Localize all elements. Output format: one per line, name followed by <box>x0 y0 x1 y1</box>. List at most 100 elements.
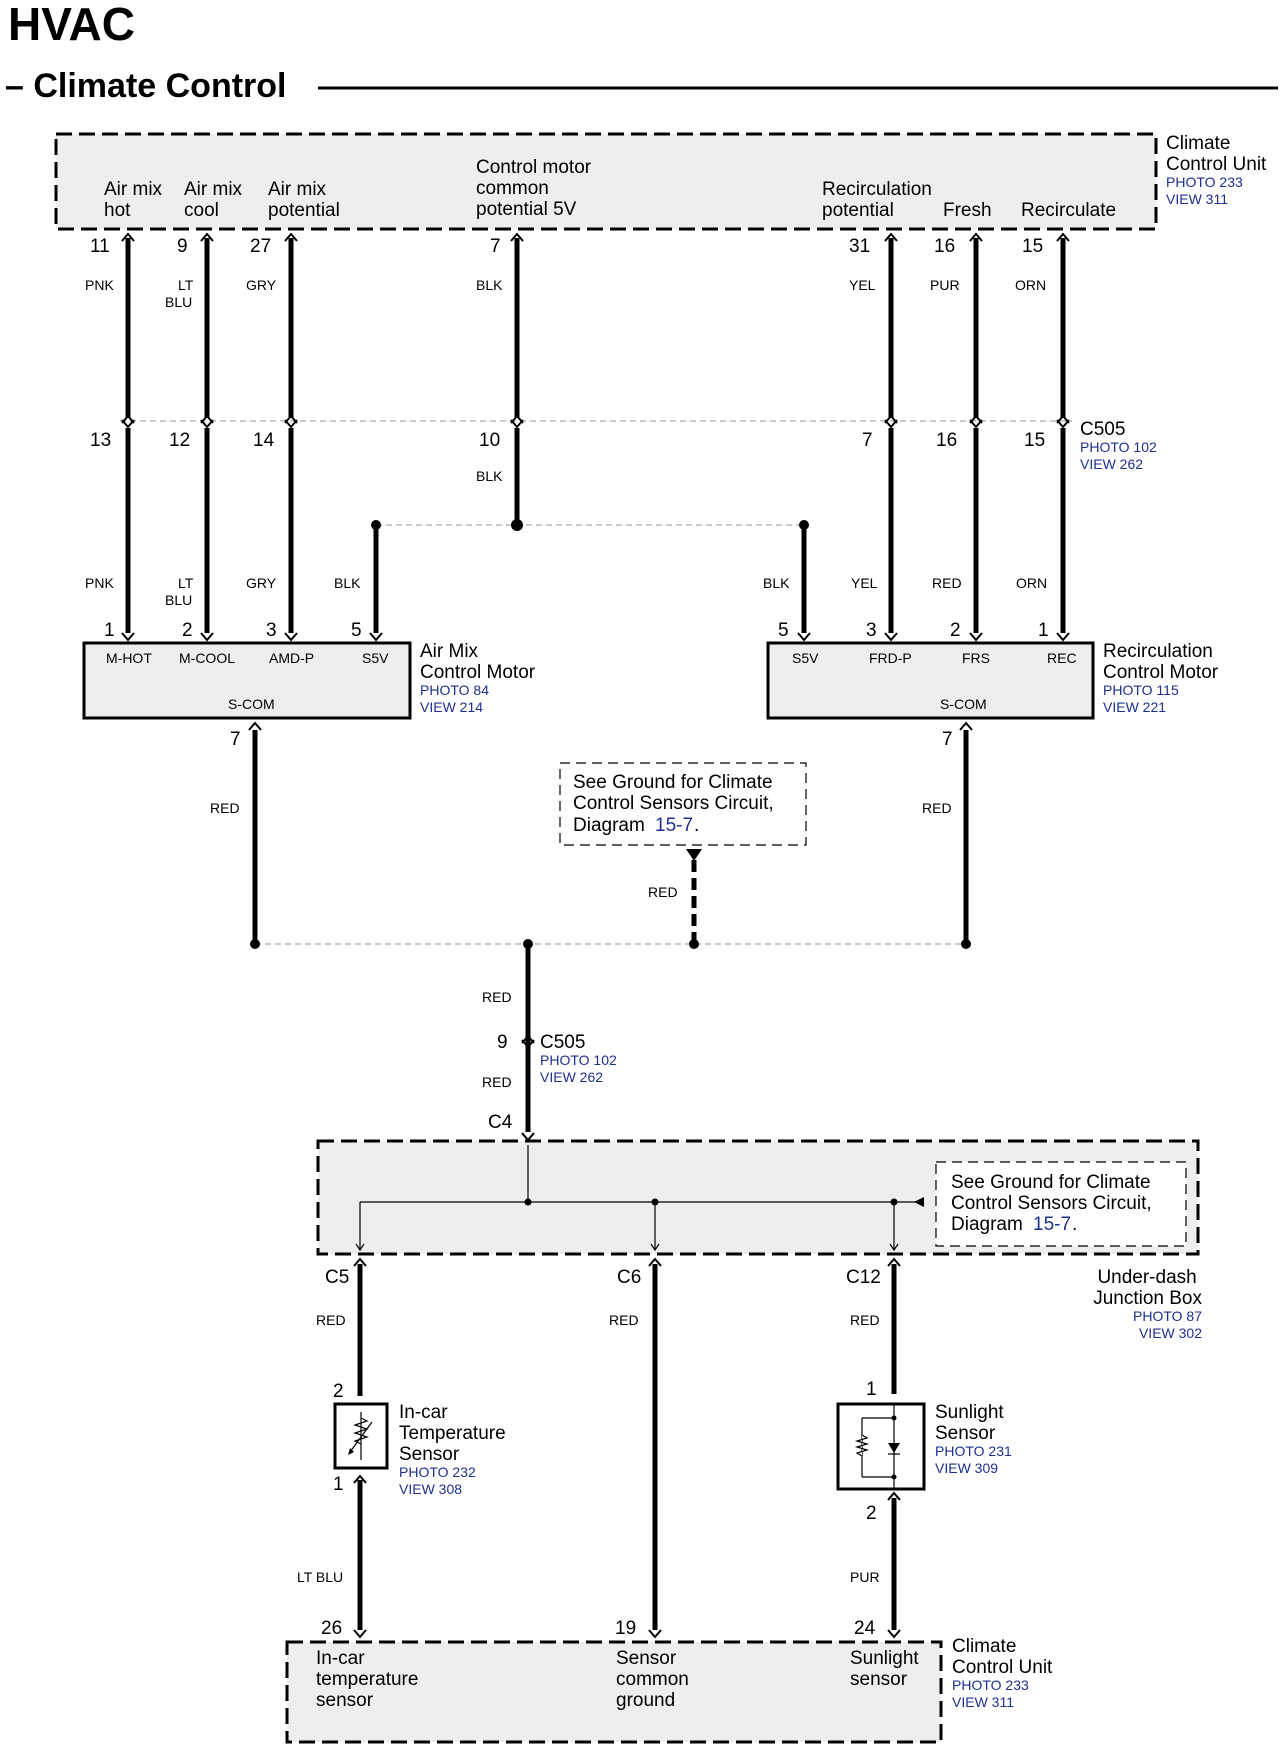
pin-c505-16: 16 <box>936 430 957 451</box>
ground-note-lower <box>935 1161 1187 1247</box>
rcm-term-frs: FRS <box>962 650 990 666</box>
pin-amm-7: 7 <box>230 729 241 750</box>
ground-note-upper-period: . <box>694 815 699 836</box>
pin-c505-12: 12 <box>169 430 190 451</box>
pin-ccu-11: 11 <box>90 236 110 257</box>
page-title: HVAC <box>8 0 135 50</box>
pin-sunlight-1: 1 <box>866 1379 877 1400</box>
wire-color-pur-2: PUR <box>850 1569 880 1585</box>
jb-c4-fork <box>521 1132 535 1141</box>
pin-amm-5: 5 <box>351 620 362 641</box>
pin-incar-2: 2 <box>333 1381 344 1402</box>
wire-color-red-6: RED <box>482 1074 512 1090</box>
ccu-top-label: Climate Control Unit <box>1166 133 1267 175</box>
term-recirculate: Recirculate <box>1021 200 1116 221</box>
incar-sensor-photo-link[interactable]: PHOTO 232 <box>399 1464 476 1480</box>
ccu-top-photo-link[interactable]: PHOTO 233 <box>1166 174 1243 190</box>
pin-incar-1: 1 <box>333 1474 344 1495</box>
pin-rcm-2: 2 <box>950 620 961 641</box>
term-motor-common: Control motor common potential 5V <box>476 157 596 220</box>
wire-color-lt-2: LT <box>178 575 194 591</box>
pin-ccu-19: 19 <box>615 1618 636 1639</box>
wire-color-blk-4: BLK <box>763 575 790 591</box>
pin-c505-14: 14 <box>253 430 275 451</box>
amm-term-s-com: S-COM <box>228 696 275 712</box>
pin-c505-13: 13 <box>90 430 111 451</box>
jb-connector-c6: C6 <box>617 1267 641 1288</box>
wire-color-blk: BLK <box>476 277 503 293</box>
c505-lower-photo-link[interactable]: PHOTO 102 <box>540 1052 617 1068</box>
pin-ccu-24: 24 <box>854 1618 876 1639</box>
rcm-term-s-com: S-COM <box>940 696 987 712</box>
photodiode-icon <box>854 1404 900 1489</box>
ccu-top-view-link[interactable]: VIEW 311 <box>1166 191 1228 207</box>
incar-sensor-view-link[interactable]: VIEW 308 <box>399 1481 462 1497</box>
wire-color-lt: LT <box>178 277 194 293</box>
pin-ccu-31: 31 <box>849 236 870 257</box>
c505-lower-label: C505 <box>540 1032 585 1053</box>
jb-connector-c12: C12 <box>846 1267 881 1288</box>
rcm-term-rec: REC <box>1047 650 1077 666</box>
amm-term-amd-p: AMD-P <box>269 650 314 666</box>
rcm-term-frd-p: FRD-P <box>869 650 912 666</box>
recirc-motor-photo-link[interactable]: PHOTO 115 <box>1103 682 1179 698</box>
ground-note-lower-text: See Ground for Climate Control Sensors C… <box>951 1172 1157 1235</box>
rcm-term-s5v: S5V <box>792 650 819 666</box>
thermistor-icon <box>348 1412 373 1460</box>
incar-sensor-label: In-car Temperature Sensor <box>399 1402 511 1465</box>
wire-color-blk-2: BLK <box>476 468 503 484</box>
c505-upper-view-link[interactable]: VIEW 262 <box>1080 456 1143 472</box>
amm-term-m-hot: M-HOT <box>106 650 152 666</box>
wire-color-pur: PUR <box>930 277 960 293</box>
junction-box-photo-link[interactable]: PHOTO 87 <box>1133 1308 1202 1324</box>
ccu-bottom-view-link[interactable]: VIEW 311 <box>952 1694 1014 1710</box>
junction-box-view-link[interactable]: VIEW 302 <box>1139 1325 1202 1341</box>
sunlight-sensor-view-link[interactable]: VIEW 309 <box>935 1460 998 1476</box>
ground-note-lower-period: . <box>1072 1214 1077 1235</box>
pin-rcm-3: 3 <box>866 620 877 641</box>
wire-color-pnk: PNK <box>85 277 114 293</box>
pin-ccu-26: 26 <box>321 1618 342 1639</box>
sunlight-sensor-label: Sunlight Sensor <box>935 1402 1009 1444</box>
c505-lower-view-link[interactable]: VIEW 262 <box>540 1069 603 1085</box>
term-air-mix-hot: Air mix hot <box>104 179 167 221</box>
wire-color-gry: GRY <box>246 277 277 293</box>
ground-note-lower-link[interactable]: 15-7 <box>1033 1214 1071 1235</box>
jb-connector-c5: C5 <box>325 1267 349 1288</box>
pin-rcm-7: 7 <box>942 729 953 750</box>
pin-ccu-15: 15 <box>1022 236 1043 257</box>
pin-amm-3: 3 <box>266 620 277 641</box>
wire-color-red-4: RED <box>922 800 952 816</box>
air-mix-motor-photo-link[interactable]: PHOTO 84 <box>420 682 489 698</box>
ccu-bottom-photo-link[interactable]: PHOTO 233 <box>952 1677 1029 1693</box>
recirc-motor-label: Recirculation Control Motor <box>1103 641 1219 683</box>
c505-upper-photo-link[interactable]: PHOTO 102 <box>1080 439 1157 455</box>
ground-note-upper-text: See Ground for Climate Control Sensors C… <box>573 772 779 836</box>
wire-color-orn-2: ORN <box>1016 575 1047 591</box>
pin-rcm-5: 5 <box>778 620 789 641</box>
term-air-mix-potential: Air mix potential <box>268 179 340 221</box>
wire-color-blu: BLU <box>165 294 192 310</box>
wire-color-blk-3: BLK <box>334 575 361 591</box>
term-sensor-common: Sensor common ground <box>616 1648 694 1711</box>
amm-term-m-cool: M-COOL <box>179 650 235 666</box>
pin-c505-9: 9 <box>497 1032 508 1053</box>
middle-wires <box>125 428 1066 633</box>
ground-note-upper-link[interactable]: 15-7 <box>655 815 693 836</box>
air-mix-motor-label: Air Mix Control Motor <box>420 641 536 683</box>
lower-wires <box>353 1258 901 1638</box>
recirc-motor-box <box>766 641 1095 720</box>
pin-ccu-16: 16 <box>934 236 955 257</box>
air-mix-motor-view-link[interactable]: VIEW 214 <box>420 699 483 715</box>
pin-sunlight-2: 2 <box>866 1503 877 1524</box>
amm-term-s5v: S5V <box>362 650 389 666</box>
recirc-motor-view-link[interactable]: VIEW 221 <box>1103 699 1166 715</box>
term-air-mix-cool: Air mix cool <box>184 179 247 221</box>
sunlight-sensor-box <box>836 1402 926 1491</box>
sunlight-sensor-photo-link[interactable]: PHOTO 231 <box>935 1443 1012 1459</box>
wire-color-red-8: RED <box>609 1312 639 1328</box>
wire-color-blu-2: BLU <box>165 592 192 608</box>
c505-upper-label: C505 <box>1080 419 1125 440</box>
pin-ccu-9: 9 <box>177 236 188 257</box>
